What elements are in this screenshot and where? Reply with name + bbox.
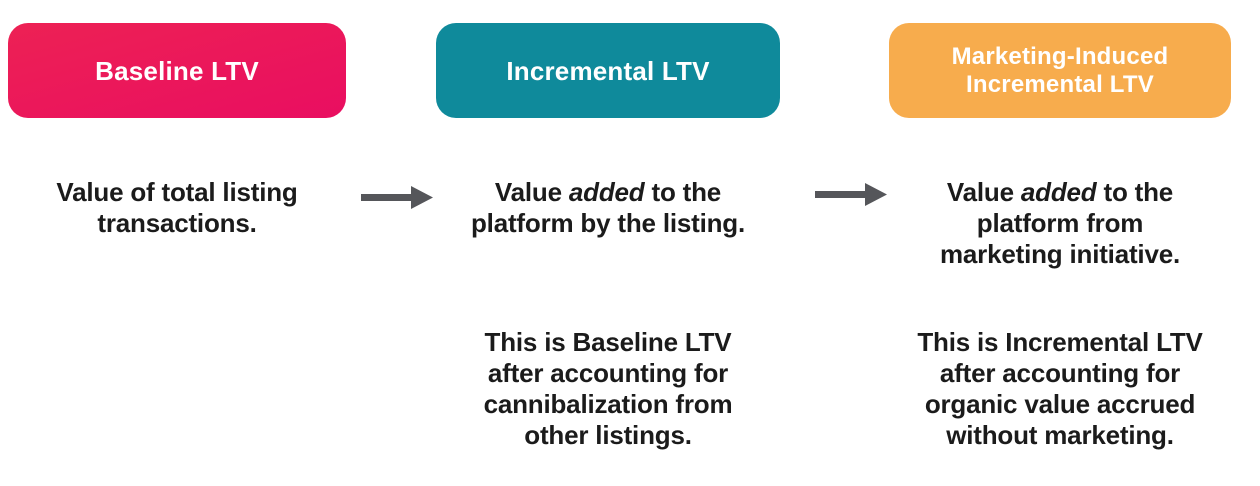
marketing-induced-incremental-ltv-header-label: Marketing-Induced Incremental LTV	[951, 42, 1169, 98]
marketing-induced-ltv-description: Value added to the platform from marketi…	[870, 177, 1250, 270]
description-emphasis: added	[568, 177, 645, 207]
arrow-right-icon	[815, 183, 887, 206]
description-text: Value	[946, 177, 1021, 207]
note-text: This is Baseline LTV after accounting fo…	[483, 327, 733, 450]
description-text: Value	[494, 177, 569, 207]
header-box-marketing-induced-incremental-ltv: Marketing-Induced Incremental LTV	[889, 23, 1231, 118]
baseline-ltv-header-label: Baseline LTV	[95, 55, 259, 86]
incremental-ltv-note: This is Baseline LTV after accounting fo…	[418, 327, 798, 451]
description-text: Value of total listing transactions.	[56, 177, 298, 238]
note-text: This is Incremental LTV after accounting…	[917, 327, 1203, 450]
description-emphasis: added	[1020, 177, 1097, 207]
arrow-right-icon	[361, 186, 433, 209]
incremental-ltv-description: Value added to the platform by the listi…	[418, 177, 798, 239]
header-box-incremental-ltv: Incremental LTV	[436, 23, 780, 118]
incremental-ltv-header-label: Incremental LTV	[506, 55, 710, 86]
description-text: to the platform from marketing initiativ…	[940, 177, 1180, 269]
baseline-ltv-description: Value of total listing transactions.	[0, 177, 367, 239]
marketing-induced-ltv-note: This is Incremental LTV after accounting…	[870, 327, 1250, 451]
description-text: to the platform by the listing.	[471, 177, 745, 238]
header-box-baseline-ltv: Baseline LTV	[8, 23, 346, 118]
